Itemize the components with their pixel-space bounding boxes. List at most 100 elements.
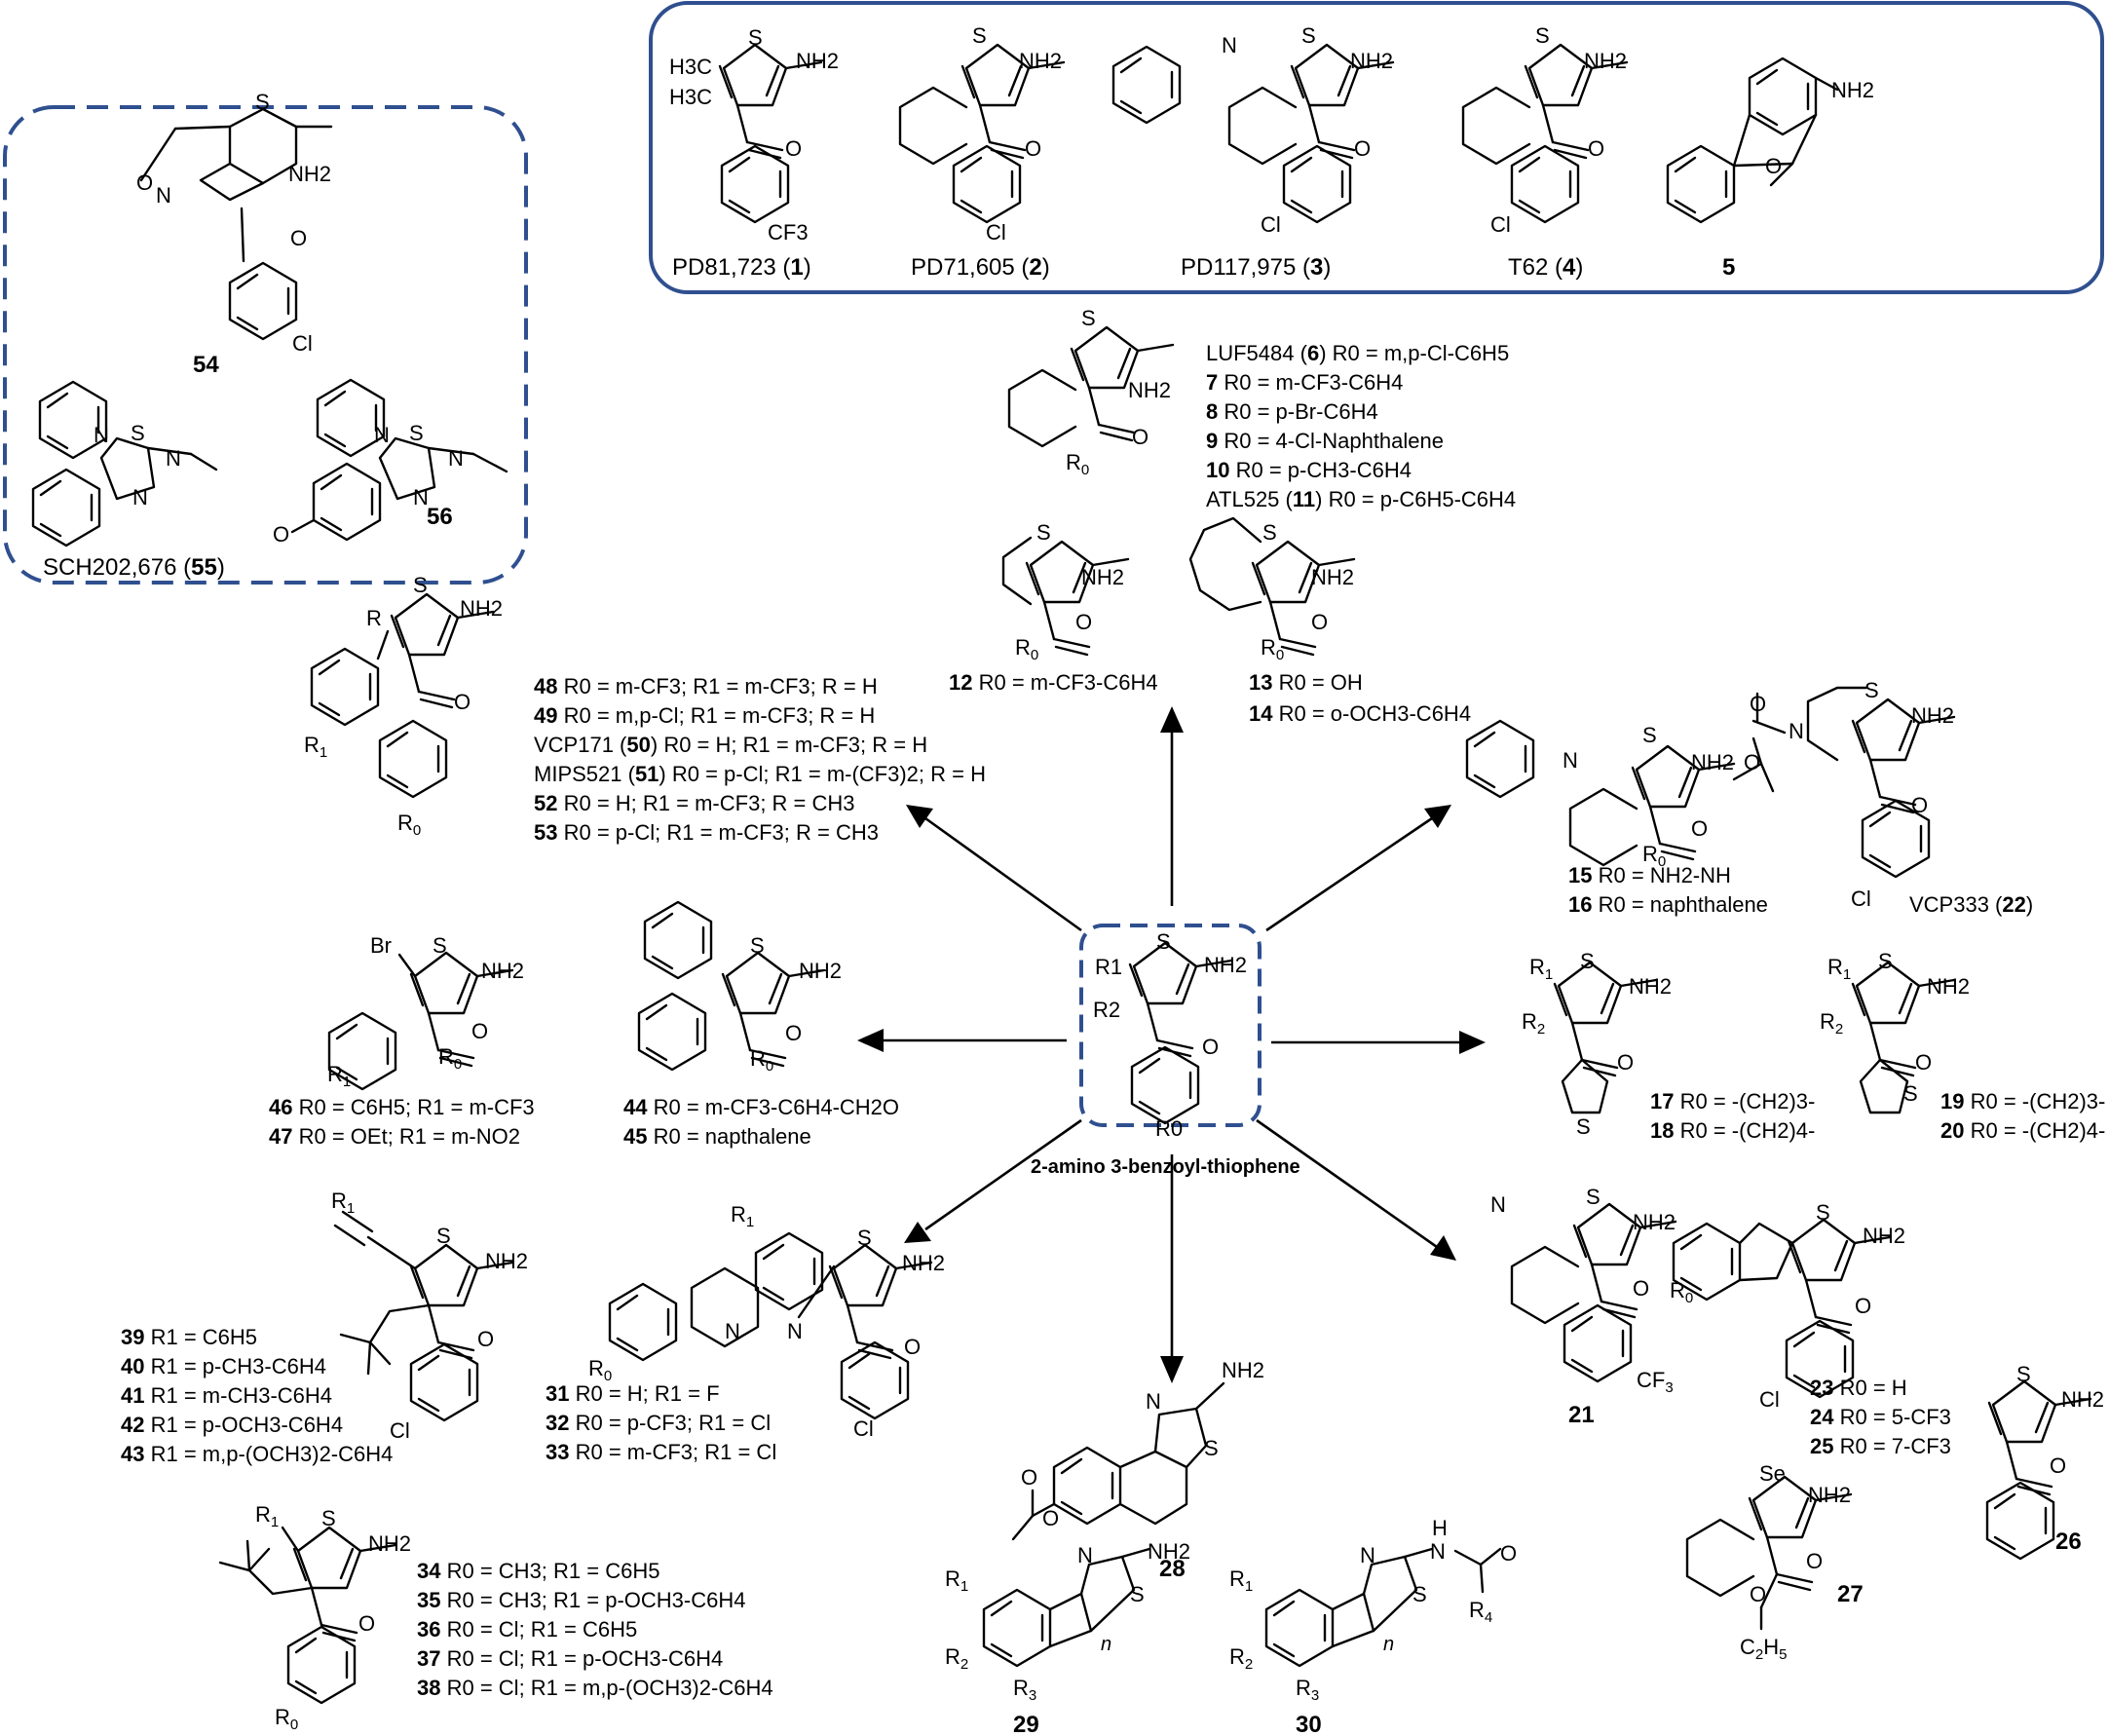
svg-text:49 R0 = m,p-Cl; R1 = m-CF3; R: 49 R0 = m,p-Cl; R1 = m-CF3; R = H	[534, 703, 875, 728]
amine-label: NH2	[799, 959, 842, 983]
svg-text:44 R0 = m-CF3-C6H4-CH2O: 44 R0 = m-CF3-C6H4-CH2O	[623, 1095, 899, 1119]
svg-text:42 R1 = p-OCH3-C6H4: 42 R1 = p-OCH3-C6H4	[121, 1413, 343, 1437]
r2-label: R2	[1093, 998, 1120, 1022]
svg-text:23 R0 = H: 23 R0 = H	[1810, 1376, 1907, 1400]
structure-34-38: R1 S NH2 O R0	[218, 1502, 411, 1733]
r0-label: R0	[1015, 635, 1038, 663]
structure-27: Se NH2 O O C2H5	[1685, 1461, 1853, 1663]
core-frame	[1079, 924, 1262, 1127]
sulfur-label: S	[255, 90, 270, 114]
nitrogen-label: N	[1789, 719, 1804, 743]
thiazole-n-label: N	[1146, 1389, 1161, 1414]
compound-54-number: 54	[193, 352, 219, 378]
r1-label: R1	[327, 1062, 351, 1090]
structure-1: H3C H3C S NH2 O CF3	[669, 25, 839, 245]
sulfur-label: S	[1586, 1185, 1601, 1209]
nitrogen-label: N	[94, 423, 109, 447]
compound-3-name: PD117,975 (3)	[1181, 254, 1331, 281]
svg-text:19 R0 = -(CH2)3-: 19 R0 = -(CH2)3-	[1940, 1089, 2105, 1113]
ethyl-label: C2H5	[1740, 1635, 1787, 1663]
amine-label: NH2	[481, 959, 524, 983]
sulfur-label: S	[436, 1224, 451, 1248]
carbonyl-o-label: O	[1855, 1294, 1871, 1318]
sulfur-label: S	[1156, 929, 1171, 954]
carbonyl-o-label: O	[1588, 136, 1604, 161]
r2-label: R2	[945, 1644, 968, 1673]
legend-6-11: LUF5484 (6) R0 = m,p-Cl-C6H5 7 R0 = m-CF…	[1206, 341, 1516, 511]
structure-19-20: R1 S NH2 R2 O S	[1820, 949, 1970, 1114]
ring-size-n-label: n	[1101, 1634, 1111, 1655]
legend-17-18: 17 R0 = -(CH2)3- 18 R0 = -(CH2)4-	[1650, 1089, 1815, 1143]
sulfur-label: S	[1535, 23, 1550, 48]
compound-30-number: 30	[1296, 1712, 1322, 1736]
r0-label: R0	[1670, 1278, 1693, 1306]
amine-label: NH2	[1633, 1210, 1676, 1234]
r1-label: R1	[331, 1189, 355, 1217]
ester-o-label: O	[136, 170, 153, 195]
svg-text:VCP171 (50) R0 = H; R1 = m-CF3: VCP171 (50) R0 = H; R1 = m-CF3; R = H	[534, 733, 927, 757]
carbonyl-o-label: O	[1691, 816, 1708, 841]
amine-label: NH2	[1019, 49, 1062, 73]
amine-label: NH2	[1927, 974, 1970, 999]
arrow-down-right	[1256, 1118, 1438, 1249]
arrow-up-right	[1265, 816, 1433, 932]
r0-label: R0	[1066, 450, 1089, 478]
legend-48-53: 48 R0 = m-CF3; R1 = m-CF3; R = H 49 R0 =…	[534, 674, 986, 845]
nitrogen-label-2: N	[413, 485, 429, 509]
r1-label: R1	[1095, 955, 1122, 979]
carbonyl-o-label: O	[1311, 610, 1328, 634]
structure-54: S NH2 N O O Cl	[136, 90, 333, 356]
sulfur-label: S	[409, 421, 424, 445]
ring-size-n-label: n	[1383, 1634, 1394, 1655]
structure-48-53: R S NH2 O R1 R0	[304, 573, 503, 839]
structure-55: S N N N	[31, 380, 218, 547]
amine-label: NH2	[1222, 1358, 1264, 1382]
sulfur-label: S	[1816, 1200, 1830, 1225]
legend-31-33: 31 R0 = H; R1 = F 32 R0 = p-CF3; R1 = Cl…	[546, 1381, 776, 1464]
sulfur-label: S	[433, 933, 447, 958]
imine-n-label: N	[166, 446, 181, 471]
legend-19-20: 19 R0 = -(CH2)3- 20 R0 = -(CH2)4-	[1940, 1089, 2105, 1143]
carbonyl-o-label: O	[1806, 1549, 1823, 1573]
r1-label: R1	[731, 1202, 754, 1230]
r2-label: R2	[1522, 1009, 1545, 1038]
carbonyl-o-label: O	[1915, 1050, 1932, 1075]
sulfur-label: S	[2016, 1362, 2031, 1386]
sulfur-label: S	[321, 1506, 336, 1530]
nitrogen-label-2: N	[132, 485, 148, 509]
svg-text:16 R0 = naphthalene: 16 R0 = naphthalene	[1568, 892, 1768, 917]
arrowhead-up-left	[906, 805, 933, 828]
carbonyl-o-label: O	[358, 1611, 375, 1636]
structure-30: N S N H O R4 n R1 R2 R3	[1229, 1516, 1517, 1704]
amine-label: NH2	[485, 1249, 528, 1273]
compound-26-number: 26	[2055, 1528, 2082, 1555]
carbonyl-o-label: O	[1354, 136, 1371, 161]
carbonyl-o-label: O	[904, 1335, 921, 1359]
carbonyl-o-label: O	[1500, 1541, 1517, 1566]
svg-text:ATL525 (11) R0 = p-C6H5-C6H4: ATL525 (11) R0 = p-C6H5-C6H4	[1206, 487, 1516, 511]
bromo-label: Br	[370, 933, 392, 958]
svg-text:38 R0 = Cl; R1 = m,p-(OCH3)2-C: 38 R0 = Cl; R1 = m,p-(OCH3)2-C6H4	[417, 1676, 773, 1700]
thienyl-s-label: S	[1576, 1114, 1591, 1139]
svg-text:MIPS521 (51) R0 = p-Cl; R1 = m: MIPS521 (51) R0 = p-Cl; R1 = m-(CF3)2; R…	[534, 762, 986, 786]
carbonyl-o-label: O	[1075, 610, 1092, 634]
r0-label: R0	[275, 1705, 298, 1733]
sulfur-label: S	[857, 1226, 872, 1250]
svg-text:25 R0 = 7-CF3: 25 R0 = 7-CF3	[1810, 1434, 1951, 1458]
svg-text:45 R0 = napthalene: 45 R0 = napthalene	[623, 1124, 811, 1149]
compound-28-number: 28	[1159, 1556, 1186, 1582]
nitrogen-label: N	[1222, 33, 1237, 57]
r1-label: R1	[1827, 955, 1851, 983]
structure-23-25: S NH2 O R0 Cl	[1670, 1200, 1905, 1412]
amine-label: NH2	[1808, 1483, 1851, 1507]
amine-label: NH2	[1584, 49, 1627, 73]
amine-label: NH2	[1831, 78, 1874, 102]
sulfur-label: S	[1580, 949, 1595, 973]
r1-label: R1	[1229, 1566, 1253, 1595]
core-title: 2-amino 3-benzoyl-thiophene	[1031, 1156, 1300, 1178]
sulfur-label: S	[1204, 1436, 1219, 1460]
substituent-label: Cl	[292, 331, 313, 356]
arrowhead-down-right	[1430, 1235, 1456, 1261]
carbonyl-o-label: O	[785, 1021, 802, 1045]
compound-21-number: 21	[1568, 1402, 1595, 1428]
